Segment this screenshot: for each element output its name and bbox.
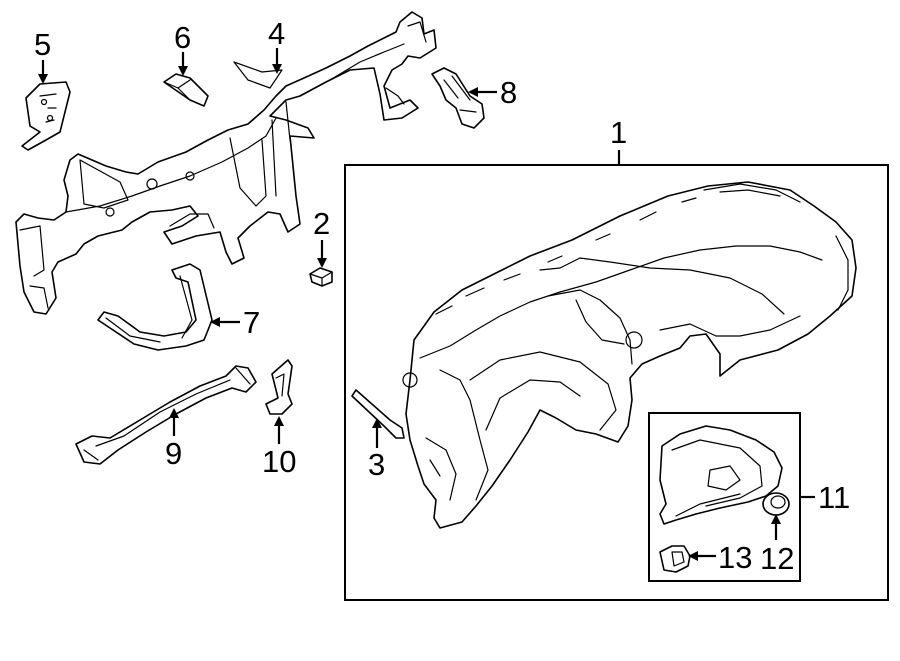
callout-2: 2 (313, 206, 330, 241)
callout-10: 10 (262, 444, 296, 479)
part-5-bracket (21, 81, 71, 151)
part-11-glove-box (659, 425, 783, 525)
callout-9: 9 (165, 436, 182, 471)
callout-3: 3 (368, 447, 385, 482)
callout-5: 5 (34, 27, 51, 62)
callout-7: 7 (243, 305, 260, 340)
part-7-u-bracket (97, 263, 213, 351)
part-6-block (163, 73, 209, 107)
part-12-bumper (762, 492, 790, 516)
callout-4: 4 (268, 16, 285, 51)
callout-11: 11 (818, 480, 850, 515)
callout-13: 13 (718, 540, 752, 575)
part-1-instrument-panel (402, 181, 857, 529)
part-2-clip (309, 267, 333, 287)
callout-8: 8 (500, 75, 517, 110)
callout-1: 1 (610, 115, 627, 150)
part-3-strip (351, 389, 405, 439)
part-8-bracket (431, 67, 485, 129)
part-9-duct (75, 365, 257, 465)
part-4-cross-car-beam (15, 11, 437, 315)
callout-12: 12 (760, 541, 794, 576)
part-13-clip (659, 545, 691, 573)
callout-labels: 5 6 4 8 1 2 7 9 10 3 11 12 13 (34, 16, 850, 576)
part-10-bracket (265, 359, 293, 415)
leader-lines (38, 48, 815, 561)
assembly-frame (344, 164, 889, 601)
callout-6: 6 (174, 20, 191, 55)
